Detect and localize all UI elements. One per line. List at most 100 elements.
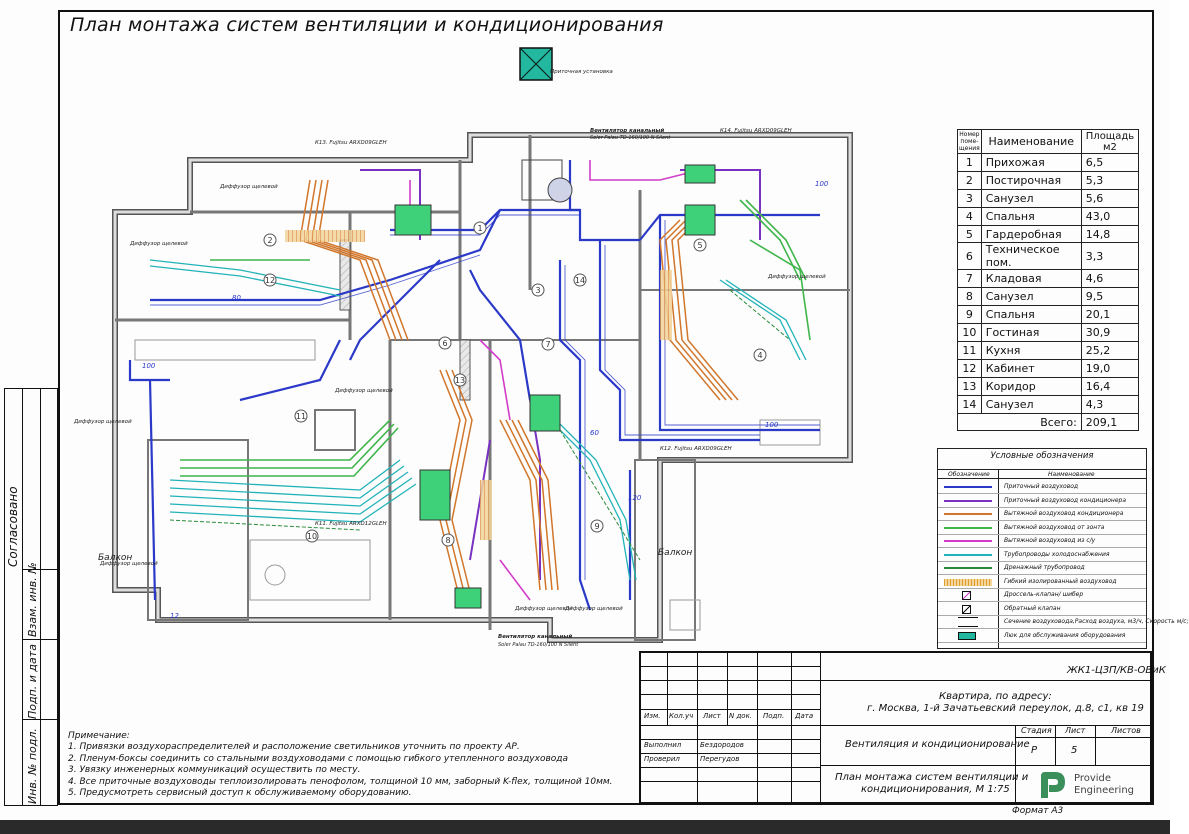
room-number-cell: 11 [957,341,982,360]
duct-fan-label: Вентилятор канальный [590,128,664,134]
col-podp: Подп. [763,712,785,720]
legend-item: Вытяжной воздуховод из с/у [938,535,1146,548]
sheets-label: Листов [1111,726,1141,735]
room-area-cell: 43,0 [1080,206,1140,226]
legend-symbol [944,526,992,529]
name-checked: Перегудов [700,755,740,763]
room-name-header: Наименование [980,129,1082,154]
note-line: 3. Увязку инженерных коммуникаций осущес… [68,765,361,776]
balcony-left-label: Балкон [98,553,132,563]
room-area-cell: 16,4 [1080,376,1140,396]
role-performed: Выполнил [644,741,682,749]
rooms-table: Номер поме-щения Наименование Площадь м2… [957,129,1140,432]
room-number: 3 [535,286,540,295]
drawing-frame [58,10,1154,805]
room-area-cell: 14,8 [1080,224,1140,244]
airflow-label: 100 [815,180,829,188]
room-area-cell: 4,6 [1080,269,1140,289]
inv-replace-label: Взам. инв. № [26,562,39,637]
room-number-cell: 14 [957,394,982,414]
approval-stamp: Согласовано Взам. инв. № Подп. и дата Ин… [4,388,58,806]
legend-item: Сечение воздуховода,Расход воздуха, м3/ч… [938,616,1189,629]
legend-label: Вытяжной воздуховод кондиционера [1004,510,1124,517]
note-line: 5. Предусмотреть сервисный доступ к обсл… [68,788,412,799]
room-area-cell: 4,3 [1080,394,1140,414]
legend-label: Вытяжной воздуховод от зонта [1004,523,1105,531]
legend-item: Вытяжной воздуховод кондиционера [938,508,1146,521]
role-checked: Проверил [644,755,680,763]
legend-symbol [962,591,971,600]
col-data: Дата [795,712,814,720]
room-name-cell: Коридор [980,376,1082,396]
room-number-cell: 12 [957,358,982,378]
room-area-cell: 25,2 [1080,341,1140,360]
room-name-cell: Техническое пом. [980,242,1082,271]
airflow-label: 60 [590,429,599,437]
room-name-cell: Санузел [980,287,1082,307]
room-name-cell: Кухня [980,341,1082,360]
legend-symbol [962,604,971,614]
room-number: 13 [455,376,465,385]
room-number: 14 [575,276,585,285]
legend-item: Приточный воздуховод кондиционера [938,495,1146,508]
drain-pipes [169,289,791,561]
inv-original-label: Инв. № подл. [26,728,39,804]
legend-item: Трубопроводы холодоснабжения [938,549,1146,562]
col-list: Лист [703,712,721,720]
room-number: 12 [265,276,275,285]
room-name-cell: Гардеробная [980,224,1082,244]
legend-item: Люк для обслуживания оборудования [938,630,1146,643]
stage-value: Р [1031,745,1038,756]
agreed-label: Согласовано [6,486,20,567]
room-area-cell: 5,3 [1080,170,1140,190]
room-area-cell: 30,9 [1080,323,1140,343]
sheet-title-line2: кондиционирования, М 1:75 [861,784,1010,795]
address-line1: Квартира, по адресу: [939,691,1052,702]
ac-unit-label: К14. Fujitsu ARXD09GLEH [720,128,792,134]
col-izm: Изм. [644,712,661,720]
legend-item: Дроссель-клапан/ шибер [938,589,1146,602]
floor-plan: 1 2 3 4 5 6 7 8 9 10 11 12 13 14 Балкон … [73,47,853,648]
room-number-cell: 8 [957,287,982,307]
total-value: 209,1 [1080,412,1140,432]
room-markers: 1 2 3 4 5 6 7 8 9 10 11 12 13 14 [263,221,767,547]
hood-exhaust-ducts [180,199,811,477]
legend-item: Вытяжной воздуховод от зонта [938,522,1146,535]
diffuser-label: Диффузор щелевой [129,241,188,247]
legend-symbol [944,578,992,586]
title-block: Изм. Кол.уч Лист N док. Подп. Дата Выпол… [639,651,1166,804]
legend-symbol [944,553,992,556]
col-ndok: N док. [729,712,753,720]
diffuser-label: Диффузор щелевой [767,274,826,280]
paper-format: Формат А3 [1012,806,1064,816]
room-number: 5 [697,241,702,250]
doc-code: ЖК1-ЦЗП/КВ-ОВиК [1067,665,1166,676]
room-name-cell: Прихожая [980,153,1082,172]
note-line: 2. Пленум-боксы соединить со стальными в… [68,753,569,764]
room-number-cell: 7 [957,269,982,289]
diffuser-label: Диффузор щелевой [564,606,623,612]
room-name-cell: Санузел [980,394,1082,414]
legend-label: Дренажный трубопровод [1004,564,1085,571]
notes-heading: Примечание: [68,731,130,741]
room-number: 10 [307,532,317,541]
legend-symbol [944,499,992,502]
airflow-label: 12 [170,612,179,620]
diffuser-label: Диффузор щелевой [514,606,573,612]
legend-label: Сечение воздуховода,Расход воздуха, м3/ч… [1004,618,1189,625]
drawing-title: План монтажа систем вентиляции и кондици… [70,14,664,36]
legend-symbol [944,567,992,569]
legend: Условные обозначения Обозначение Наимено… [937,448,1189,649]
diffuser-label: Диффузор щелевой [334,388,393,394]
room-number: 8 [445,536,450,545]
legend-name-header: Наименование [1048,471,1095,478]
fan-model-label: Soler Palau TD-160/100 N Silent [590,135,671,141]
